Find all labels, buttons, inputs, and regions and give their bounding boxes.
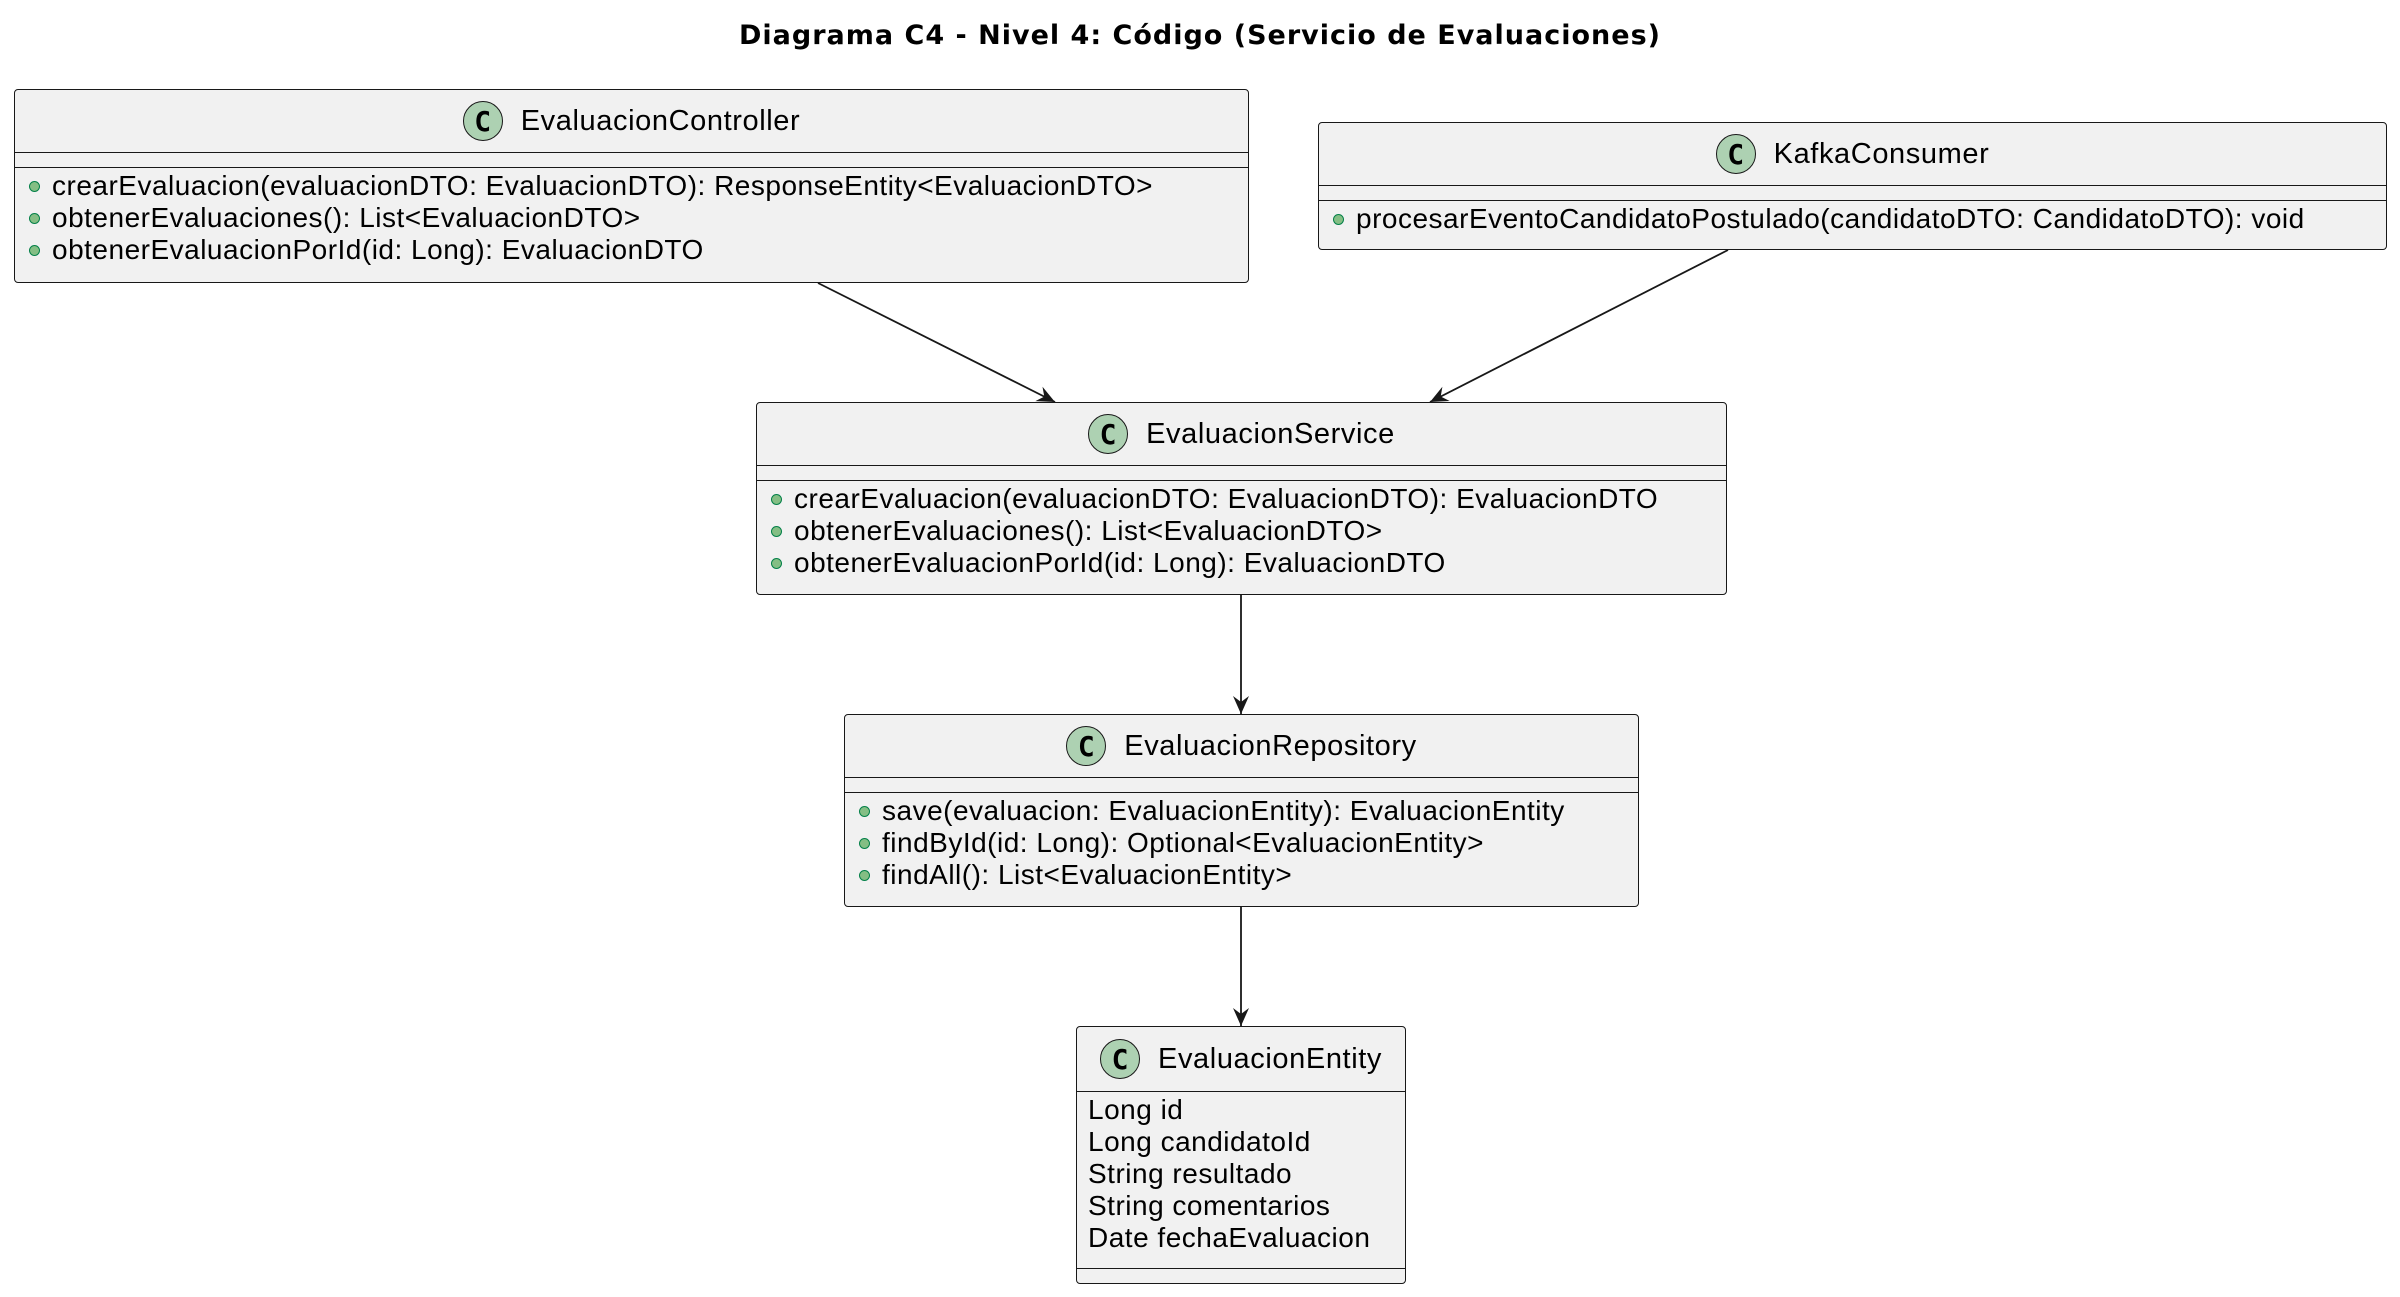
class-c-icon: C [1066,726,1107,766]
public-method-icon [859,805,870,817]
class-header: C EvaluacionController [15,90,1248,152]
header-divider [757,465,1726,466]
method-row: crearEvaluacion(evaluacionDTO: Evaluacio… [769,483,1720,515]
header-divider [15,152,1248,153]
method-row: crearEvaluacion(evaluacionDTO: Evaluacio… [27,170,1242,202]
class-evaluacion-entity[interactable]: C EvaluacionEntity Long id Long candidat… [1076,1026,1406,1284]
class-evaluacion-service[interactable]: C EvaluacionService crearEvaluacion(eval… [756,402,1727,595]
field-row: String comentarios [1088,1190,1331,1221]
relation-consumer-to-service [1429,249,1729,403]
fields-list: Long id Long candidatoId String resultad… [1088,1094,1399,1254]
relation-controller-to-service [817,282,1056,403]
public-method-icon [859,837,870,849]
fields-divider [845,792,1638,793]
header-divider [1077,1091,1405,1092]
field-row: Long id [1088,1094,1184,1125]
field-row: Date fechaEvaluacion [1088,1222,1371,1253]
class-header: C EvaluacionEntity [1077,1027,1405,1091]
fields-divider [757,480,1726,481]
header-divider [1319,185,2386,186]
diagram-title: Diagrama C4 - Nivel 4: Código (Servicio … [739,20,1661,51]
class-c-icon: C [1100,1039,1140,1079]
methods-list: crearEvaluacion(evaluacionDTO: Evaluacio… [27,170,1242,266]
fields-divider [15,167,1248,168]
class-name: EvaluacionService [1146,417,1395,450]
class-header: C EvaluacionService [757,403,1726,465]
class-evaluacion-controller[interactable]: C EvaluacionController crearEvaluacion(e… [14,89,1249,283]
class-c-icon: C [462,101,503,141]
public-method-icon [1333,213,1344,225]
methods-list: crearEvaluacion(evaluacionDTO: Evaluacio… [769,483,1720,579]
public-method-icon [29,212,40,224]
class-name: KafkaConsumer [1773,137,1990,170]
method-row: obtenerEvaluacionPorId(id: Long): Evalua… [769,547,1720,579]
class-kafka-consumer[interactable]: C KafkaConsumer procesarEventoCandidatoP… [1318,122,2387,250]
class-name: EvaluacionController [520,104,801,137]
fields-divider [1319,200,2386,201]
class-header: C EvaluacionRepository [845,715,1638,777]
public-method-icon [29,180,40,192]
class-evaluacion-repository[interactable]: C EvaluacionRepository save(evaluacion: … [844,714,1639,907]
method-row: obtenerEvaluaciones(): List<EvaluacionDT… [27,202,1242,234]
public-method-icon [859,869,870,881]
class-c-icon: C [1715,134,1756,174]
method-row: obtenerEvaluacionPorId(id: Long): Evalua… [27,234,1242,266]
public-method-icon [29,244,40,256]
class-c-icon: C [1088,414,1129,454]
method-row: obtenerEvaluaciones(): List<EvaluacionDT… [769,515,1720,547]
methods-list: procesarEventoCandidatoPostulado(candida… [1331,203,2380,235]
public-method-icon [771,557,782,569]
class-header: C KafkaConsumer [1319,123,2386,185]
class-name: EvaluacionRepository [1124,729,1417,762]
field-row: Long candidatoId [1088,1126,1311,1157]
header-divider [845,777,1638,778]
class-name: EvaluacionEntity [1158,1042,1382,1075]
method-row: procesarEventoCandidatoPostulado(candida… [1331,203,2380,235]
methods-list: save(evaluacion: EvaluacionEntity): Eval… [857,795,1632,891]
method-row: findAll(): List<EvaluacionEntity> [857,859,1632,891]
methods-divider [1077,1268,1405,1269]
method-row: save(evaluacion: EvaluacionEntity): Eval… [857,795,1632,827]
public-method-icon [771,493,782,505]
method-row: findById(id: Long): Optional<EvaluacionE… [857,827,1632,859]
field-row: String resultado [1088,1158,1293,1189]
public-method-icon [771,525,782,537]
